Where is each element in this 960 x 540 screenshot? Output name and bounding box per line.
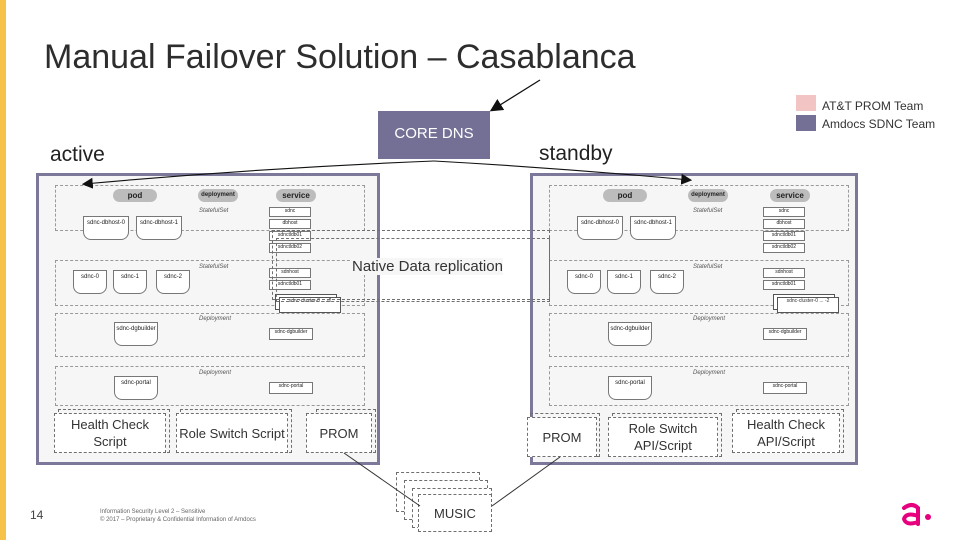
standby-dgbuilder-svc: sdnc-dgbuilder bbox=[763, 328, 807, 340]
active-health-check-script[interactable]: Health Check Script bbox=[54, 413, 166, 453]
active-statefulset-label-2: StatefulSet bbox=[199, 264, 229, 270]
standby-db-svc-3: sdnctldb02 bbox=[763, 243, 805, 253]
amdocs-logo-icon bbox=[901, 503, 931, 526]
active-statefulset-sdnc bbox=[55, 260, 365, 306]
standby-db-svc-2: sdnctldb01 bbox=[763, 231, 805, 241]
standby-db-svc-0: sdnc bbox=[763, 207, 805, 217]
standby-service-pill: service bbox=[770, 189, 810, 202]
music-box[interactable]: MUSIC bbox=[418, 494, 492, 532]
standby-prom-box[interactable]: PROM bbox=[527, 417, 597, 457]
standby-sdnc-node-0: sdnc-0 bbox=[567, 270, 601, 294]
active-portal-svc: sdnc-portal bbox=[269, 382, 313, 394]
footer-copyright: © 2017 – Proprietary & Confidential Info… bbox=[100, 517, 256, 523]
replication-band-bottom bbox=[276, 238, 550, 302]
active-db-node-1: sdnc-dbhost-1 bbox=[136, 216, 182, 240]
active-deployment-label-2: Deployment bbox=[199, 370, 232, 376]
active-sdnc-svc-0: sdnhost bbox=[269, 268, 311, 278]
active-db-svc-3: sdnctldb02 bbox=[269, 243, 311, 253]
standby-statefulset-db bbox=[549, 185, 849, 231]
standby-db-svc-1: dbhost bbox=[763, 219, 805, 229]
standby-pod-pill: pod bbox=[603, 189, 647, 202]
replication-label: Native Data replication bbox=[352, 258, 503, 275]
active-deployment-label: Deployment bbox=[199, 316, 232, 322]
standby-label: standby bbox=[539, 142, 613, 165]
standby-sdnc-svc-0: sdnhost bbox=[763, 268, 805, 278]
legend-label-prom: AT&T PROM Team bbox=[822, 99, 924, 113]
standby-deployment-label-2: Deployment bbox=[693, 370, 726, 376]
standby-dgbuilder-node: sdnc-dgbuilder bbox=[608, 322, 652, 346]
standby-overlay: sdnc-cluster-0 ... -2 bbox=[777, 297, 839, 313]
dns-standby-arrow bbox=[433, 160, 693, 185]
standby-db-node-0: sdnc-dbhost-0 bbox=[577, 216, 623, 240]
active-pod-pill: pod bbox=[113, 189, 157, 202]
accent-bar bbox=[0, 0, 6, 540]
standby-portal-svc: sdnc-portal bbox=[763, 382, 807, 394]
active-portal-node: sdnc-portal bbox=[114, 376, 158, 400]
active-sdnc-node-2: sdnc-2 bbox=[156, 270, 190, 294]
legend-swatch-prom bbox=[796, 95, 816, 111]
active-deployment-pill: deployment bbox=[198, 189, 238, 202]
standby-sdnc-node-1: sdnc-1 bbox=[607, 270, 641, 294]
active-statefulset-db bbox=[55, 185, 365, 231]
standby-deployment-label: Deployment bbox=[693, 316, 726, 322]
active-service-pill: service bbox=[276, 189, 316, 202]
active-db-svc-0: sdnc bbox=[269, 207, 311, 217]
standby-sdnc-svc-1: sdnctldb01 bbox=[763, 280, 805, 290]
active-sdnc-node-0: sdnc-0 bbox=[73, 270, 107, 294]
standby-statefulset-label: StatefulSet bbox=[693, 208, 723, 214]
active-db-svc-2: sdnctldb01 bbox=[269, 231, 311, 241]
active-deployment-portal bbox=[55, 366, 365, 406]
footer-classification: Information Security Level 2 – Sensitive bbox=[100, 509, 206, 515]
active-deployment-dgbuilder bbox=[55, 313, 365, 357]
standby-portal-node: sdnc-portal bbox=[608, 376, 652, 400]
active-sdnc-svc-1: sdnctldb01 bbox=[269, 280, 311, 290]
page-number: 14 bbox=[30, 508, 44, 522]
active-db-node-0: sdnc-dbhost-0 bbox=[83, 216, 129, 240]
legend-swatch-sdnc bbox=[796, 115, 816, 131]
standby-deployment-pill: deployment bbox=[688, 189, 728, 202]
active-sdnc-node-1: sdnc-1 bbox=[113, 270, 147, 294]
standby-db-node-1: sdnc-dbhost-1 bbox=[630, 216, 676, 240]
active-prom-box[interactable]: PROM bbox=[306, 413, 372, 453]
standby-role-switch-script[interactable]: Role Switch API/Script bbox=[608, 417, 718, 457]
slide-title: Manual Failover Solution – Casablanca bbox=[44, 38, 636, 76]
active-dgbuilder-node: sdnc-dgbuilder bbox=[114, 322, 158, 346]
active-statefulset-label: StatefulSet bbox=[199, 208, 229, 214]
active-role-switch-script[interactable]: Role Switch Script bbox=[176, 413, 288, 453]
standby-health-check-script[interactable]: Health Check API/Script bbox=[732, 413, 840, 453]
legend-label-sdnc: Amdocs SDNC Team bbox=[822, 117, 936, 131]
dns-active-arrow bbox=[81, 160, 435, 189]
dns-arrow bbox=[489, 79, 541, 112]
core-dns-box[interactable]: CORE DNS bbox=[378, 111, 490, 159]
standby-deployment-dgbuilder bbox=[549, 313, 849, 357]
active-label: active bbox=[50, 143, 105, 166]
standby-prom-music-line bbox=[491, 456, 561, 507]
standby-deployment-portal bbox=[549, 366, 849, 406]
active-dgbuilder-svc: sdnc-dgbuilder bbox=[269, 328, 313, 340]
standby-sdnc-node-2: sdnc-2 bbox=[650, 270, 684, 294]
active-prom-music-line bbox=[343, 452, 421, 507]
standby-statefulset-label-2: StatefulSet bbox=[693, 264, 723, 270]
active-db-svc-1: dbhost bbox=[269, 219, 311, 229]
